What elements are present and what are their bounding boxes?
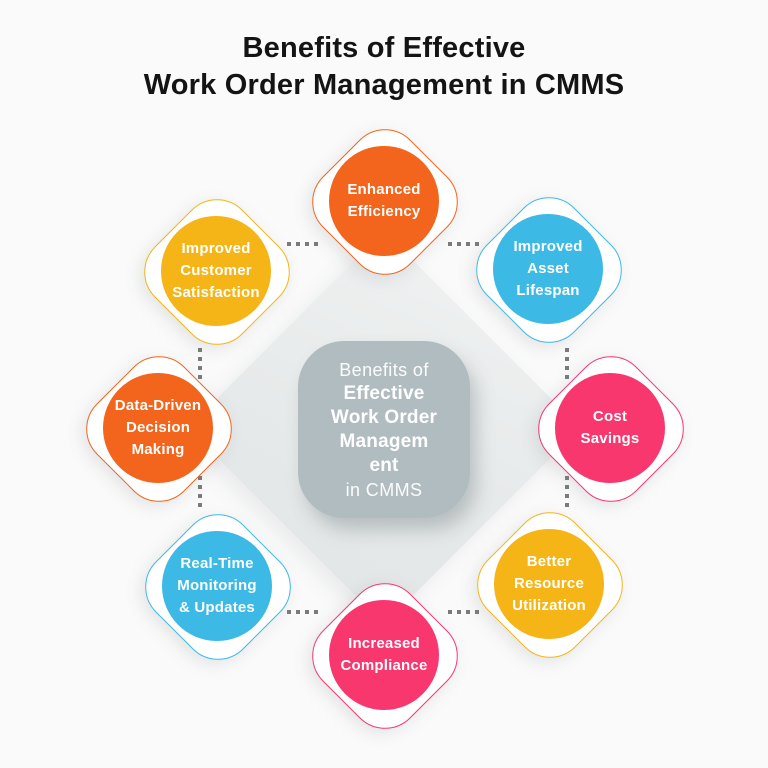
node-label-line: Customer — [180, 262, 252, 279]
center-card-line: in CMMS — [345, 479, 423, 500]
connector-dots — [448, 242, 479, 246]
node-circle: Improved Asset Lifespan — [493, 214, 603, 324]
node-label-line: Enhanced — [347, 181, 421, 198]
node-improved-customer-satisfaction: Improved Customer Satisfaction — [129, 184, 305, 360]
node-circle: Better Resource Utilization — [494, 529, 604, 639]
node-label-line: Lifespan — [516, 282, 580, 299]
connector-dots — [198, 476, 202, 507]
connector-dots — [565, 476, 569, 507]
center-card-line: Benefits of — [339, 359, 429, 380]
center-card-line: Effective — [343, 382, 425, 404]
center-title-card: Benefits of Effective Work Order Managem… — [298, 341, 470, 518]
page-title-line-2: Work Order Management in CMMS — [143, 69, 625, 102]
node-label-line: Efficiency — [347, 203, 421, 220]
node-cost-savings: Cost Savings — [523, 341, 699, 517]
node-real-time-monitoring-updates: Real-Time Monitoring & Updates — [130, 499, 306, 675]
node-label-line: Compliance — [340, 657, 428, 674]
connector-dots — [198, 348, 202, 379]
connector-dots — [565, 348, 569, 379]
node-circle: Improved Customer Satisfaction — [161, 216, 271, 326]
node-label-line: Data-Driven — [114, 397, 202, 414]
node-label-line: Satisfaction — [172, 284, 260, 301]
node-label-line: Improved — [513, 238, 583, 255]
node-label-line: Resource — [514, 575, 584, 592]
node-better-resource-utilization: Better Resource Utilization — [462, 497, 638, 673]
node-circle: Cost Savings — [555, 373, 665, 483]
node-data-driven-decision-making: Data-Driven Decision Making — [71, 341, 247, 517]
node-circle: Real-Time Monitoring & Updates — [162, 531, 272, 641]
node-label-line: Decision — [125, 419, 191, 436]
connector-dots — [287, 610, 318, 614]
node-label-line: Making — [131, 441, 185, 458]
node-label-line: Real-Time — [180, 555, 254, 572]
node-improved-asset-lifespan: Improved Asset Lifespan — [461, 182, 637, 358]
node-label-line: Monitoring — [177, 577, 257, 594]
node-label-line: Utilization — [512, 597, 586, 614]
center-card-line: Work Order — [330, 406, 438, 428]
node-label-line: Improved — [181, 240, 251, 257]
node-increased-compliance: Increased Compliance — [297, 568, 473, 744]
center-card-line: ent — [369, 454, 399, 476]
connector-dots — [287, 242, 318, 246]
node-enhanced-efficiency: Enhanced Efficiency — [297, 114, 473, 290]
node-label-line: Asset — [527, 260, 569, 277]
page-title: Benefits of Effective Work Order Managem… — [0, 30, 768, 104]
node-label-line: Increased — [348, 635, 420, 652]
node-label-line: Better — [526, 553, 572, 570]
center-card-line: Managem — [339, 430, 429, 452]
connector-dots — [448, 610, 479, 614]
node-label-line: Cost — [592, 408, 628, 425]
node-label-line: & Updates — [179, 599, 255, 616]
node-circle: Data-Driven Decision Making — [103, 373, 213, 483]
node-circle: Increased Compliance — [329, 600, 439, 710]
node-circle: Enhanced Efficiency — [329, 146, 439, 256]
page-title-line-1: Benefits of Effective — [242, 32, 526, 64]
node-label-line: Savings — [580, 430, 640, 447]
